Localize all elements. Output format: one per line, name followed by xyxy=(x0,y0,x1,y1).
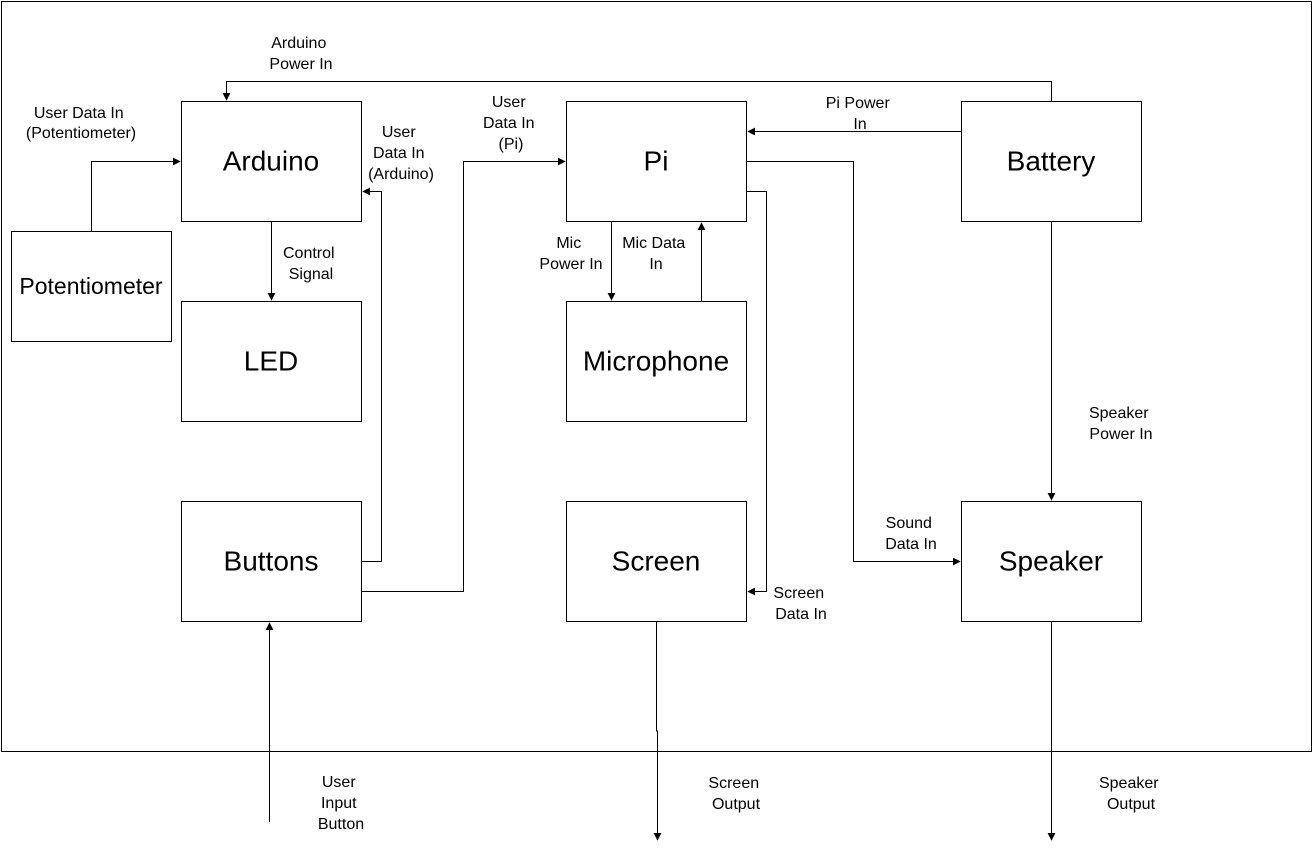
potentiometer-data-connector xyxy=(91,157,181,231)
microphone-label: Microphone xyxy=(583,346,729,377)
mic-data-in-label: Mic Data In xyxy=(622,235,690,273)
screen-data-connector xyxy=(747,191,767,596)
arduino-label: Arduino xyxy=(223,146,320,177)
sound-data-in-label: Sound Data In xyxy=(885,515,937,553)
potentiometer-label: Potentiometer xyxy=(19,273,163,299)
user-data-pi-label: User Data In (Pi) xyxy=(483,94,539,153)
speaker-block: Speaker xyxy=(961,501,1142,622)
buttons-to-pi-connector xyxy=(362,157,566,592)
screen-block: Screen xyxy=(566,501,747,622)
arduino-block: Arduino xyxy=(181,101,362,222)
led-label: LED xyxy=(244,346,298,377)
screen-data-in-label: Screen Data In xyxy=(773,585,828,623)
potentiometer-block: Potentiometer xyxy=(11,231,172,342)
speaker-power-in-label: Speaker Power In xyxy=(1089,405,1153,443)
buttons-block: Buttons xyxy=(181,501,362,622)
pi-label: Pi xyxy=(644,146,669,177)
battery-label: Battery xyxy=(1007,146,1096,177)
arduino-power-in-label: Arduino Power In xyxy=(269,35,332,73)
user-data-potentiometer-label: User Data In (Potentiometer) xyxy=(26,105,136,142)
system-boundary xyxy=(1,1,1312,752)
led-block: LED xyxy=(181,301,362,422)
screen-label: Screen xyxy=(612,546,701,577)
user-data-arduino-label: User Data In (Arduino) xyxy=(368,124,434,183)
buttons-label: Buttons xyxy=(224,546,319,577)
sound-data-connector xyxy=(747,161,961,566)
speaker-output-label: Speaker Output xyxy=(1099,775,1163,813)
mic-power-in-label: Mic Power In xyxy=(539,235,602,273)
speaker-label: Speaker xyxy=(999,546,1103,577)
buttons-to-arduino-connector xyxy=(362,187,382,562)
pi-block: Pi xyxy=(566,101,747,222)
battery-block: Battery xyxy=(961,101,1142,222)
microphone-block: Microphone xyxy=(566,301,747,422)
screen-output-connector xyxy=(653,622,662,841)
pi-power-in-label: Pi Power In xyxy=(826,95,894,133)
control-signal-label: Control Signal xyxy=(283,245,339,283)
arduino-power-connector xyxy=(222,81,1052,101)
user-input-button-label: User Input Button xyxy=(318,774,364,833)
screen-output-label: Screen Output xyxy=(708,775,763,813)
